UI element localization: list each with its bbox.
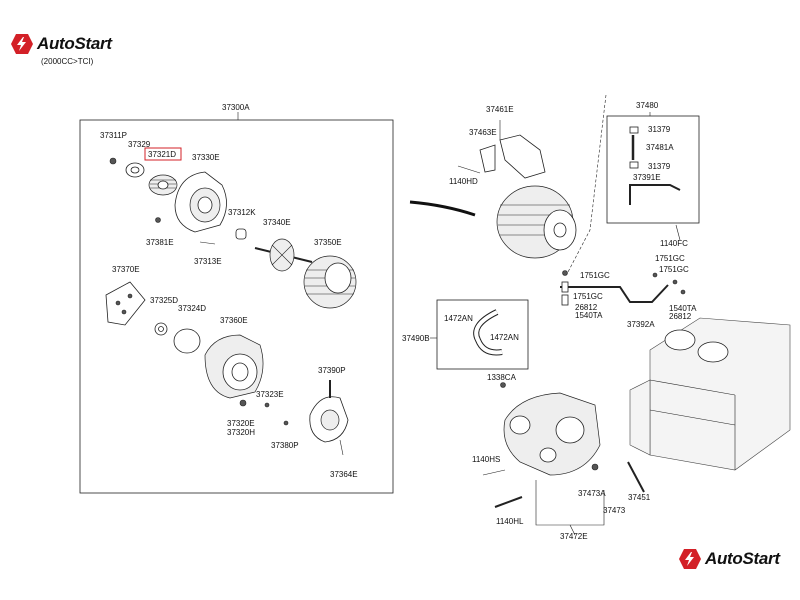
label-37481A: 37481A — [646, 143, 674, 152]
label-37380P: 37380P — [271, 441, 299, 450]
label-37463E: 37463E — [469, 128, 497, 137]
label-1338CA: 1338CA — [487, 373, 517, 382]
highlight-box-37321D — [144, 147, 182, 161]
brand-name: AutoStart — [705, 549, 780, 568]
label-37360E: 37360E — [220, 316, 248, 325]
label-37340E: 37340E — [263, 218, 291, 227]
label-37461E: 37461E — [486, 105, 514, 114]
label-37391E: 37391E — [633, 173, 661, 182]
label-37329: 37329 — [128, 140, 151, 149]
label-1472AN-a: 1472AN — [444, 314, 473, 323]
front-housing-part — [174, 171, 227, 233]
label-37324D: 37324D — [178, 304, 206, 313]
label-37381E: 37381E — [146, 238, 174, 247]
part-labels: 37300A 37311P 37329 37321D 37330E 37312K… — [100, 101, 697, 541]
rotor-part — [254, 238, 313, 272]
alternator-assembly-box — [79, 119, 394, 494]
label-37325D: 37325D — [150, 296, 178, 305]
label-37390P: 37390P — [318, 366, 346, 375]
rear-housing-part — [204, 334, 264, 399]
label-1140FC: 1140FC — [660, 239, 688, 248]
label-37392A: 37392A — [627, 320, 655, 329]
vacuum-pump-part — [309, 380, 349, 443]
label-37321D: 37321D — [148, 150, 176, 159]
alternator-unit — [496, 185, 577, 259]
label-37472E: 37472E — [560, 532, 588, 541]
label-1140HD: 1140HD — [449, 177, 478, 186]
label-37451: 37451 — [628, 493, 651, 502]
label-31379-lower: 31379 — [648, 162, 671, 171]
label-1140HS: 1140HS — [472, 455, 500, 464]
pulley-part — [148, 174, 178, 196]
label-1540TA-b: 1540TA — [669, 304, 697, 313]
label-1140HL: 1140HL — [496, 517, 524, 526]
autostart-logo-icon — [679, 549, 701, 569]
label-1751GC-a: 1751GC — [655, 254, 685, 263]
brand-logo-bottom: AutoStart — [678, 548, 780, 570]
label-1472AN-b: 1472AN — [490, 333, 519, 342]
label-31379-upper: 31379 — [648, 125, 671, 134]
model-subtitle: (2000CC>TCI) — [41, 57, 94, 66]
brand-logo-top: AutoStart — [10, 33, 112, 55]
label-37300A: 37300A — [222, 103, 250, 112]
autostart-logo-icon — [11, 34, 33, 54]
label-37313E: 37313E — [194, 257, 222, 266]
label-37350E: 37350E — [314, 238, 342, 247]
stator-part — [303, 255, 357, 309]
engine-block — [629, 317, 791, 471]
label-26812-a: 26812 — [575, 303, 598, 312]
bracket-part — [499, 134, 546, 179]
label-37370E: 37370E — [112, 265, 140, 274]
label-1751GC-c: 1751GC — [659, 265, 689, 274]
label-37364E: 37364E — [330, 470, 358, 479]
label-1751GC-b: 1751GC — [580, 271, 610, 280]
label-37330E: 37330E — [192, 153, 220, 162]
rectifier-plate-part — [105, 281, 146, 326]
brand-name: AutoStart — [37, 34, 112, 53]
oil-line-kit-box — [606, 115, 700, 224]
hose-kit-box — [436, 299, 529, 370]
label-37490B: 37490B — [402, 334, 430, 343]
label-37480: 37480 — [636, 101, 659, 110]
label-1751GC-d: 1751GC — [573, 292, 603, 301]
label-37323E: 37323E — [256, 390, 284, 399]
mounting-bracket-part — [503, 392, 601, 476]
label-37320E: 37320E — [227, 419, 255, 428]
label-37473: 37473 — [603, 506, 626, 515]
label-1540TA-a: 1540TA — [575, 311, 603, 320]
label-37311P: 37311P — [100, 131, 127, 140]
label-37320H: 37320H — [227, 428, 255, 437]
label-37473A: 37473A — [578, 489, 606, 498]
label-37312K: 37312K — [228, 208, 256, 217]
label-26812-b: 26812 — [669, 312, 692, 321]
